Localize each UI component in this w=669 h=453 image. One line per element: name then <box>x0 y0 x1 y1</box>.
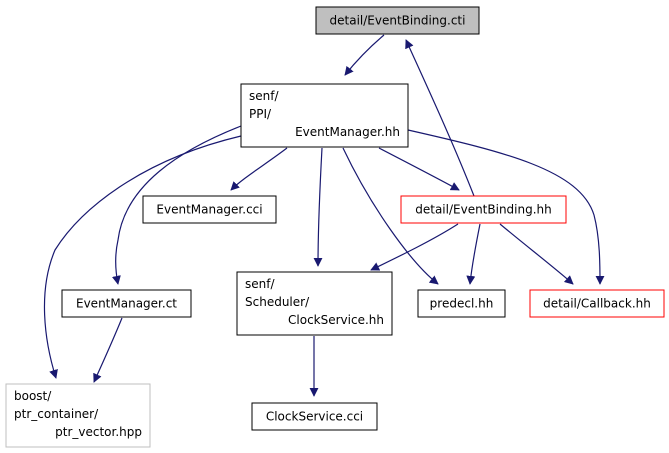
node-box <box>529 289 665 318</box>
node-label-line: Scheduler/ <box>245 295 310 309</box>
edge-event-manager-hh-to-clock-service-hh <box>313 147 323 267</box>
node-label-line: EventManager.ct <box>76 297 177 311</box>
edge-event-manager-hh-to-predecl-hh <box>342 147 439 285</box>
node-box <box>236 271 393 336</box>
node-ptr-vector-hpp[interactable]: boost/ptr_container/ptr_vector.hpp <box>5 383 151 448</box>
node-label-line: EventManager.cci <box>156 203 262 217</box>
node-event-manager-hh[interactable]: senf/PPI/EventManager.hh <box>240 83 409 148</box>
node-box <box>251 402 378 431</box>
node-label-line: detail/EventBinding.hh <box>415 203 552 217</box>
node-label-line: ptr_vector.hpp <box>55 425 142 439</box>
node-label-line: senf/ <box>245 277 275 291</box>
edge-event-manager-hh-to-event-manager-ct <box>111 125 242 285</box>
node-callback-hh[interactable]: detail/Callback.hh <box>529 289 665 318</box>
node-box <box>61 289 192 318</box>
edge-event-binding-cti-to-event-manager-hh <box>344 34 385 76</box>
edges-layer <box>43 34 605 397</box>
node-clock-service-cci[interactable]: ClockService.cci <box>251 402 378 431</box>
nodes-layer: detail/EventBinding.cti senf/PPI/EventMan… <box>5 6 665 448</box>
edge-event-manager-hh-to-event-binding-hh <box>378 147 460 191</box>
edge-event-manager-hh-to-event-manager-cci <box>230 147 288 191</box>
node-box <box>142 195 277 224</box>
node-label-line: boost/ <box>14 389 52 403</box>
node-event-manager-cci[interactable]: EventManager.cci <box>142 195 277 224</box>
node-label-line: EventManager.hh <box>295 125 400 139</box>
node-box <box>315 6 480 35</box>
node-label-line: ClockService.hh <box>288 313 384 327</box>
node-clock-service-hh[interactable]: senf/Scheduler/ClockService.hh <box>236 271 393 336</box>
node-box <box>240 83 409 148</box>
node-box <box>5 383 151 448</box>
node-event-binding-hh[interactable]: detail/EventBinding.hh <box>400 195 567 224</box>
node-label-line: detail/EventBinding.cti <box>330 14 466 28</box>
node-box <box>417 289 506 318</box>
edge-event-manager-hh-to-ptr-vector-hpp <box>43 135 242 379</box>
node-box <box>400 195 567 224</box>
edge-event-binding-hh-to-predecl-hh <box>466 223 481 285</box>
edge-event-manager-hh-to-callback-hh <box>407 129 605 285</box>
node-label-line: ClockService.cci <box>266 410 363 424</box>
node-predecl-hh[interactable]: predecl.hh <box>417 289 506 318</box>
edge-event-binding-hh-to-clock-service-hh <box>370 223 459 271</box>
node-label-line: PPI/ <box>249 107 272 121</box>
node-event-binding-cti[interactable]: detail/EventBinding.cti <box>315 6 480 35</box>
edge-event-binding-hh-to-callback-hh <box>499 223 574 285</box>
node-label-line: detail/Callback.hh <box>543 297 651 311</box>
edge-event-manager-ct-to-ptr-vector-hpp <box>93 317 123 383</box>
node-label-line: ptr_container/ <box>14 407 99 421</box>
node-event-manager-ct[interactable]: EventManager.ct <box>61 289 192 318</box>
node-label-line: senf/ <box>249 89 279 103</box>
edge-event-binding-hh-to-event-binding-cti <box>405 39 475 197</box>
node-label-line: predecl.hh <box>430 297 494 311</box>
